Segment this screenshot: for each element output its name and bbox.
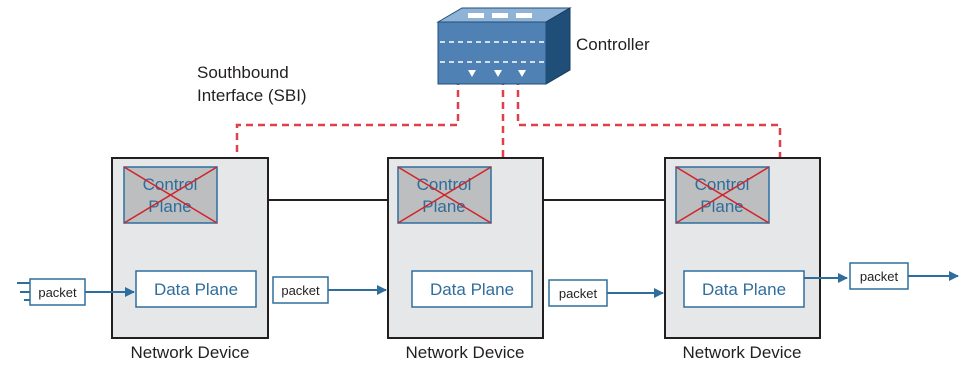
data-plane-label: Data Plane — [154, 280, 238, 299]
control-plane-label: Plane — [700, 197, 743, 216]
network-device-label: Network Device — [405, 343, 524, 362]
packet-label: packet — [860, 269, 899, 284]
packet-box — [29, 278, 86, 306]
cross-out-icon — [123, 166, 218, 224]
network-device-1: Control Plane Data Plane — [111, 157, 269, 339]
incoming-flow-lines — [17, 282, 30, 301]
packet-label: packet — [281, 283, 320, 298]
control-plane-label: Control — [143, 175, 198, 194]
control-plane-label: Control — [695, 175, 750, 194]
packet-box — [849, 262, 909, 290]
network-device-3: Control Plane Data Plane — [664, 157, 821, 339]
control-plane-label: Plane — [422, 197, 465, 216]
packet-box — [548, 279, 608, 307]
cross-out-icon — [675, 166, 770, 224]
control-plane-label: Control — [417, 175, 472, 194]
network-device-2: Control Plane Data Plane — [387, 157, 544, 339]
network-device-label: Network Device — [682, 343, 801, 362]
control-plane-label: Plane — [148, 197, 191, 216]
sbi-label-line2: Interface (SBI) — [197, 86, 307, 105]
packet-label: packet — [559, 286, 598, 301]
data-plane-label: Data Plane — [430, 280, 514, 299]
controller-cube-icon — [436, 7, 572, 85]
cross-out-icon — [397, 166, 492, 224]
sbi-label-line1: Southbound — [197, 63, 289, 82]
network-device-label: Network Device — [130, 343, 249, 362]
packet-label: packet — [38, 285, 77, 300]
controller-label: Controller — [576, 35, 650, 54]
data-plane-label: Data Plane — [702, 280, 786, 299]
